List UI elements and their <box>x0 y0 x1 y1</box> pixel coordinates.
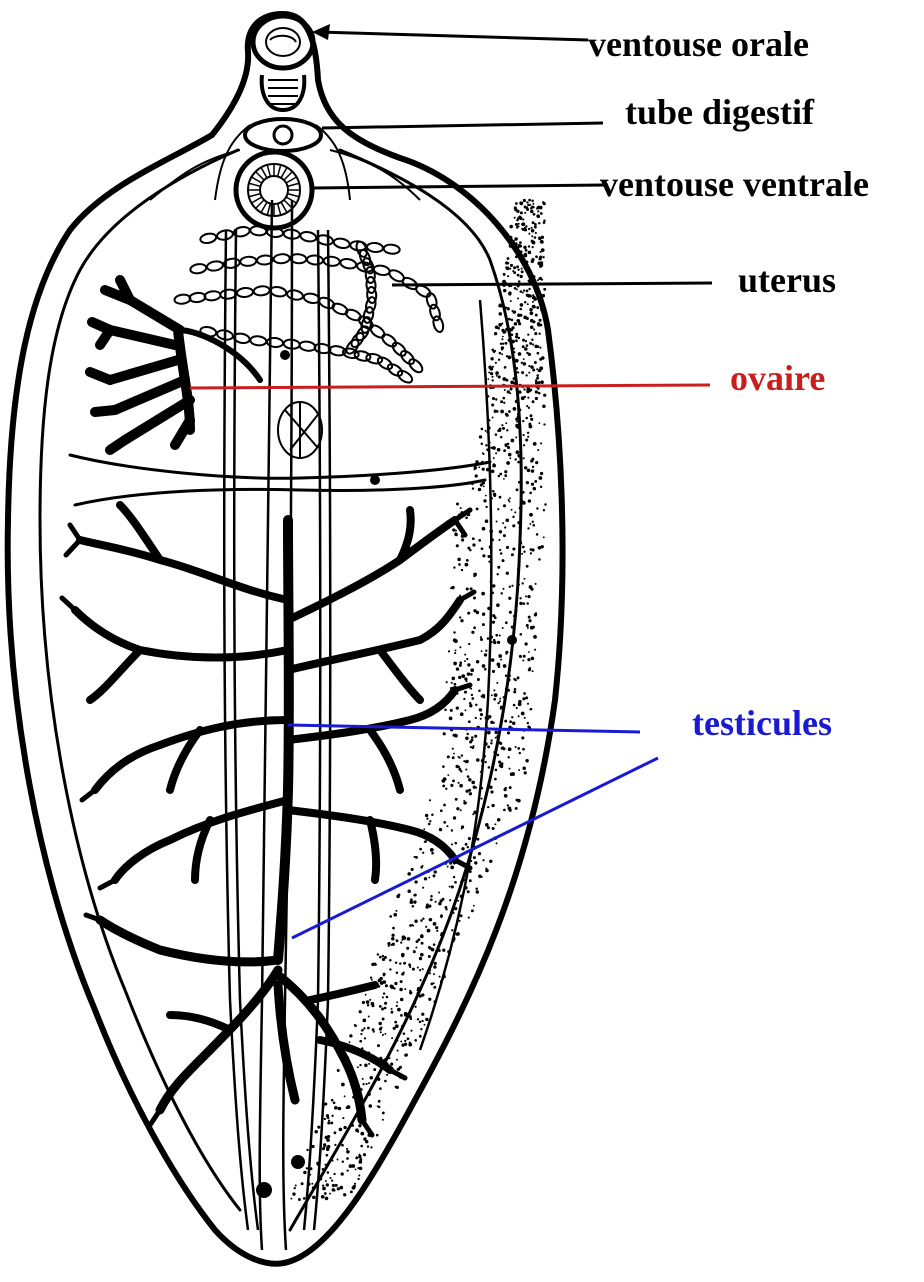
leader-ventral-sucker <box>312 185 605 188</box>
leader-uterus <box>392 283 712 285</box>
leader-oral-sucker <box>318 32 588 40</box>
label-uterus: uterus <box>738 260 836 300</box>
label-ventral-sucker: ventouse ventrale <box>600 164 869 204</box>
label-oral-sucker: ventouse orale <box>588 24 809 64</box>
label-digestive-tube: tube digestif <box>625 92 815 132</box>
leader-ovary <box>190 385 710 388</box>
leader-testes-posterior <box>292 758 658 938</box>
ventral-sucker <box>236 152 312 228</box>
transverse-band <box>70 455 490 478</box>
uterus-eggs <box>174 226 445 385</box>
oral-sucker <box>253 16 313 110</box>
shell-gland <box>278 402 322 458</box>
leader-digestive-tube <box>322 123 603 128</box>
labels: ventouse orale tube digestif ventouse ve… <box>588 24 869 743</box>
label-testes: testicules <box>692 703 832 743</box>
transverse-band-2 <box>75 480 485 505</box>
label-ovary: ovaire <box>730 358 825 398</box>
